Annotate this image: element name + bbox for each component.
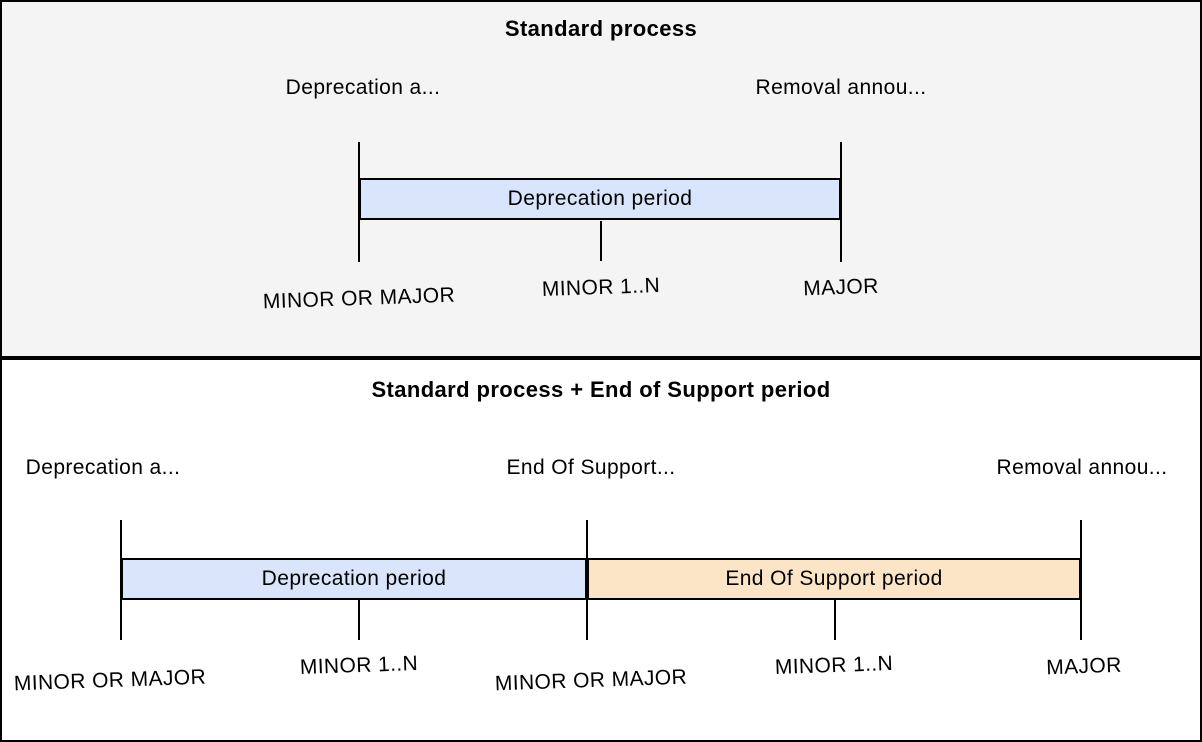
tick-line-end [1080, 520, 1082, 640]
milestone-end-of-support: End Of Support... [506, 456, 676, 479]
milestone-removal-announcement: Removal annou... [996, 456, 1168, 479]
milestone-deprecation-announcement: Deprecation a... [285, 76, 441, 99]
axis-tick-label: MINOR OR MAJOR [13, 665, 207, 696]
panel-title: Standard process + End of Support period [371, 377, 831, 402]
panel-title: Standard process [504, 16, 698, 41]
deprecation-period-bar: Deprecation period [121, 558, 587, 600]
axis-tick-label: MINOR 1..N [299, 651, 419, 680]
deprecation-period-bar: Deprecation period [359, 178, 841, 220]
milestone-deprecation-announcement: Deprecation a... [25, 456, 181, 479]
axis-tick-label: MINOR 1..N [541, 273, 661, 302]
tick-line-end [840, 142, 842, 262]
standard-process-panel: Standard process Deprecation a... Remova… [0, 0, 1202, 358]
axis-tick-label: MINOR 1..N [774, 651, 894, 680]
tick-line-middle-deprecation [358, 600, 360, 640]
standard-process-with-eos-panel: Standard process + End of Support period… [0, 358, 1202, 742]
milestone-removal-announcement: Removal annou... [755, 76, 927, 99]
tick-line-middle-eos [834, 600, 836, 640]
axis-tick-label: MINOR OR MAJOR [262, 283, 456, 314]
axis-tick-label: MAJOR [1045, 653, 1123, 680]
end-of-support-period-bar: End Of Support period [587, 558, 1081, 600]
tick-line-middle [600, 221, 602, 261]
axis-tick-label: MINOR OR MAJOR [494, 665, 688, 696]
axis-tick-label: MAJOR [802, 274, 880, 301]
